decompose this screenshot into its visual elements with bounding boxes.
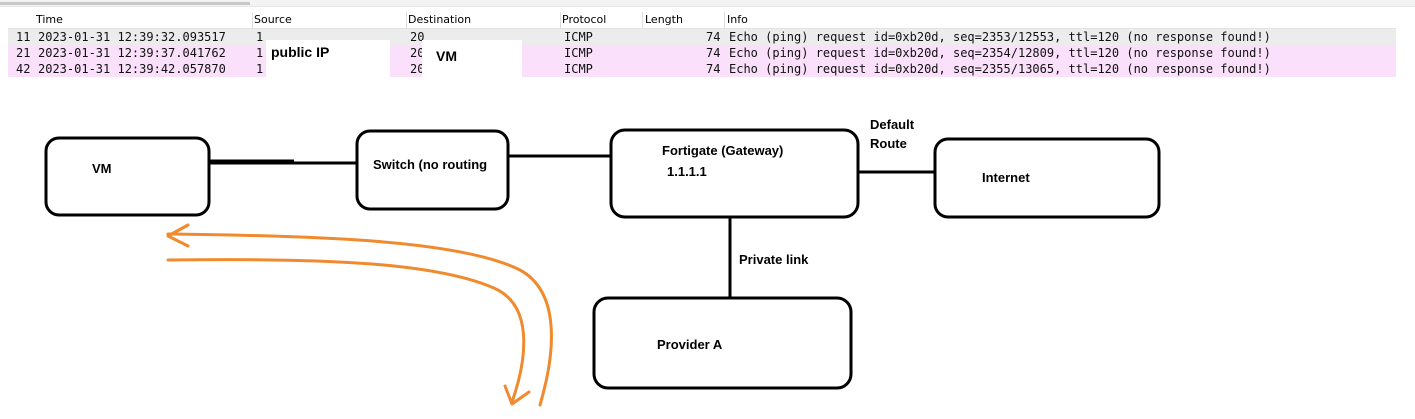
packet-length: 74 <box>706 30 721 44</box>
provider-label: Provider A <box>657 337 723 352</box>
arrow-curve-inner <box>166 258 526 404</box>
arrow-head-down <box>503 384 531 406</box>
switch-node <box>355 129 510 211</box>
column-header-destination[interactable]: Destination <box>408 13 472 26</box>
arrow-curve-outer <box>166 232 553 407</box>
packet-destination: 20 <box>410 30 425 44</box>
default-route-label-line2: Route <box>870 136 907 151</box>
packet-destination: 20 <box>410 46 425 60</box>
packet-protocol: ICMP <box>564 46 593 60</box>
switch-label: Switch (no routing <box>373 157 488 172</box>
column-separator <box>406 12 407 28</box>
destination-annotation: VM <box>436 48 457 64</box>
vm-label: VM <box>92 161 112 176</box>
column-header-source[interactable]: Source <box>254 13 292 26</box>
return-path-arrow <box>166 223 553 407</box>
column-header-length[interactable]: Length <box>645 13 683 26</box>
source-annotation: public IP <box>271 44 330 60</box>
packet-protocol: ICMP <box>564 62 593 76</box>
packet-list-header: Time Source Destination Protocol Length … <box>8 12 1396 29</box>
packet-row[interactable]: 11 2023-01-31 12:39:32.093517 1 20 ICMP … <box>8 29 1396 45</box>
private-link-label: Private link <box>739 252 809 267</box>
source-redaction <box>266 40 390 88</box>
packet-source: 1 <box>256 62 264 76</box>
column-header-info[interactable]: Info <box>727 13 748 26</box>
fortigate-node <box>609 128 860 219</box>
packet-time: 2023-01-31 12:39:32.093517 <box>38 30 226 44</box>
packet-info: Echo (ping) request id=0xb20d, seq=2355/… <box>729 62 1271 76</box>
column-separator <box>252 12 253 28</box>
packet-length: 74 <box>706 46 721 60</box>
default-route-label-line1: Default <box>870 117 915 132</box>
packet-info: Echo (ping) request id=0xb20d, seq=2353/… <box>729 30 1271 44</box>
column-separator <box>724 12 725 28</box>
packet-list: Time Source Destination Protocol Length … <box>8 12 1396 88</box>
packet-protocol: ICMP <box>564 30 593 44</box>
vm-node <box>44 136 211 217</box>
arrow-head-left <box>166 223 190 248</box>
packet-time: 2023-01-31 12:39:42.057870 <box>38 62 226 76</box>
window-top-strip <box>0 0 1415 7</box>
destination-redaction <box>422 40 522 88</box>
packet-time: 2023-01-31 12:39:37.041762 <box>38 46 226 60</box>
packet-length: 74 <box>706 62 721 76</box>
fortigate-ip-label: 1.1.1.1 <box>667 164 707 179</box>
column-header-time[interactable]: Time <box>36 13 63 26</box>
packet-number: 11 <box>16 30 31 44</box>
scroll-indicator <box>0 2 250 5</box>
packet-source: 1 <box>256 30 264 44</box>
column-separator <box>560 12 561 28</box>
packet-info: Echo (ping) request id=0xb20d, seq=2354/… <box>729 46 1271 60</box>
packet-number: 42 <box>16 62 31 76</box>
column-separator <box>642 12 643 28</box>
packet-destination: 20 <box>410 62 425 76</box>
internet-label: Internet <box>982 170 1030 185</box>
provider-node <box>592 296 853 390</box>
packet-number: 21 <box>16 46 31 60</box>
fortigate-label: Fortigate (Gateway) <box>662 143 784 158</box>
packet-source: 1 <box>256 46 264 60</box>
column-header-protocol[interactable]: Protocol <box>562 13 607 26</box>
internet-node <box>933 137 1161 219</box>
